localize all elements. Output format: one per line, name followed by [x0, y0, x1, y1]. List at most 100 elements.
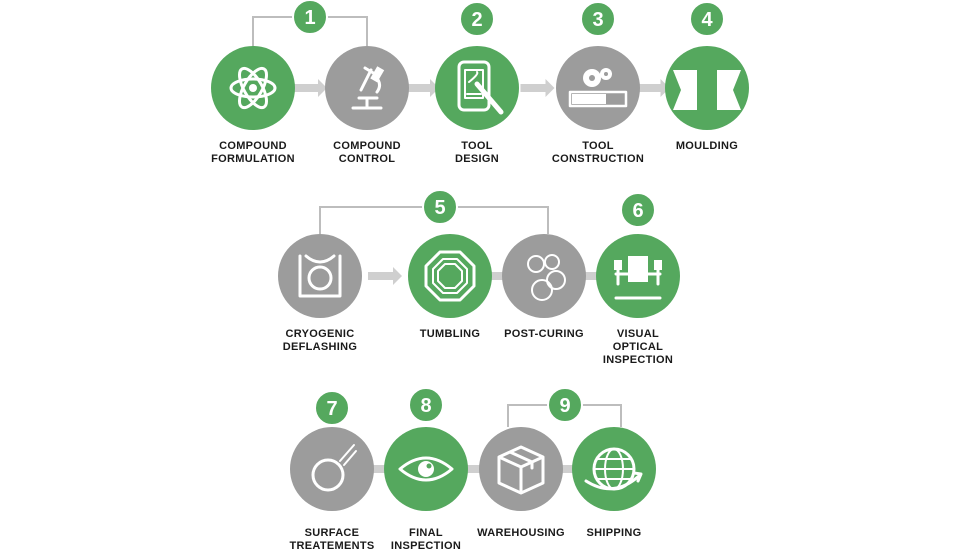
post-curing-circle — [502, 234, 586, 318]
surface-treatements-circle — [290, 427, 374, 511]
badge-circle — [547, 387, 583, 423]
label-line: TREATEMENTS — [289, 540, 375, 552]
step-badge-9: 9 — [547, 387, 583, 423]
label-line: INSPECTION — [390, 540, 462, 552]
step-tumbling — [408, 234, 492, 318]
flow-arrow-5 — [368, 267, 402, 285]
inspection-stand-icon — [614, 256, 662, 300]
label-line: COMPOUND — [219, 140, 287, 152]
label-line: SURFACE — [304, 527, 360, 539]
mould-icon — [673, 70, 741, 110]
label-line: TOOL — [582, 140, 614, 152]
step-final-inspection — [384, 427, 468, 511]
eye-icon — [398, 456, 454, 482]
microscope-icon — [351, 66, 385, 110]
label-line: TOOL — [461, 140, 493, 152]
badge-number: 8 — [420, 395, 431, 417]
ring-brush-icon — [311, 444, 357, 492]
compound-control-circle — [325, 46, 409, 130]
cryogenic-icon — [298, 254, 342, 298]
badge-number: 9 — [559, 395, 570, 417]
label-line: SHIPPING — [586, 527, 642, 539]
label-line: FORMULATION — [211, 153, 295, 165]
octagon-icon — [424, 250, 476, 302]
flow-arrow-3 — [520, 79, 555, 97]
badge-circle — [314, 390, 350, 426]
warehousing-label: WAREHOUSING — [456, 527, 586, 540]
label-line: CONTROL — [338, 153, 396, 165]
badge-number: 7 — [326, 398, 337, 420]
badge-number: 4 — [701, 9, 713, 31]
tablet-pen-icon — [457, 60, 504, 115]
label-line: COMPOUND — [333, 140, 401, 152]
rings-icon — [527, 254, 566, 301]
step-surface-treatements — [290, 427, 374, 511]
moulding-circle — [665, 46, 749, 130]
step-warehousing — [479, 427, 563, 511]
label-line: VISUAL — [616, 328, 660, 340]
label-line: INSPECTION — [602, 354, 674, 366]
label-line: OPTICAL — [612, 341, 664, 353]
box-icon — [497, 445, 545, 495]
step-tool-construction — [556, 46, 640, 130]
badge-circle — [459, 1, 495, 37]
badge-circle — [620, 192, 656, 228]
label-line: TUMBLING — [419, 328, 481, 340]
step-badges: 1 2 3 4 5 6 7 8 9 — [292, 0, 725, 426]
step-cryogenic-deflashing — [278, 234, 362, 318]
step-compound-control — [325, 46, 409, 130]
badge-circle — [292, 0, 328, 35]
label-line: DEFLASHING — [282, 341, 358, 353]
flow-arrow-1 — [293, 79, 327, 97]
badge-number: 5 — [434, 197, 445, 219]
tool-design-circle — [435, 46, 519, 130]
step-badge-3: 3 — [580, 1, 616, 37]
globe-arrow-icon — [584, 447, 643, 491]
flow-arrow-2 — [405, 79, 439, 97]
step-badge-4: 4 — [689, 1, 725, 37]
badge-circle — [689, 1, 725, 37]
step-tool-design — [435, 46, 519, 130]
label-line: MOULDING — [675, 140, 739, 152]
badge-number: 6 — [632, 200, 643, 222]
badge-circle — [422, 189, 458, 225]
shipping-label: SHIPPING — [549, 527, 679, 540]
tumbling-label: TUMBLING — [385, 328, 515, 341]
step-badge-7: 7 — [314, 390, 350, 426]
step-post-curing — [502, 234, 586, 318]
badge-circle — [408, 387, 444, 423]
tumbling-circle — [408, 234, 492, 318]
flow-arrow-4 — [635, 79, 670, 97]
badge-circle — [580, 1, 616, 37]
step-badge-6: 6 — [620, 192, 656, 228]
step-badge-1: 1 — [292, 0, 328, 35]
label-line: FINAL — [409, 527, 443, 539]
step-shipping — [572, 427, 656, 511]
post-curing-label: POST-CURING — [479, 328, 609, 341]
step-badge-2: 2 — [459, 1, 495, 37]
gears-icon — [568, 68, 628, 108]
badge-number: 2 — [471, 9, 482, 31]
moulding-label: MOULDING — [642, 140, 772, 153]
step-moulding — [665, 46, 749, 130]
label-line: CONSTRUCTION — [551, 153, 645, 165]
badge-number: 3 — [592, 9, 603, 31]
step-visual-optical-inspection — [596, 234, 680, 318]
step-badge-5: 5 — [422, 189, 458, 225]
badge-number: 1 — [304, 7, 315, 29]
cryogenic-deflashing-circle — [278, 234, 362, 318]
step-badge-8: 8 — [408, 387, 444, 423]
label-line: POST-CURING — [504, 328, 584, 340]
tool-construction-circle — [556, 46, 640, 130]
step-compound-formulation — [211, 46, 295, 130]
label-line: DESIGN — [455, 153, 499, 165]
